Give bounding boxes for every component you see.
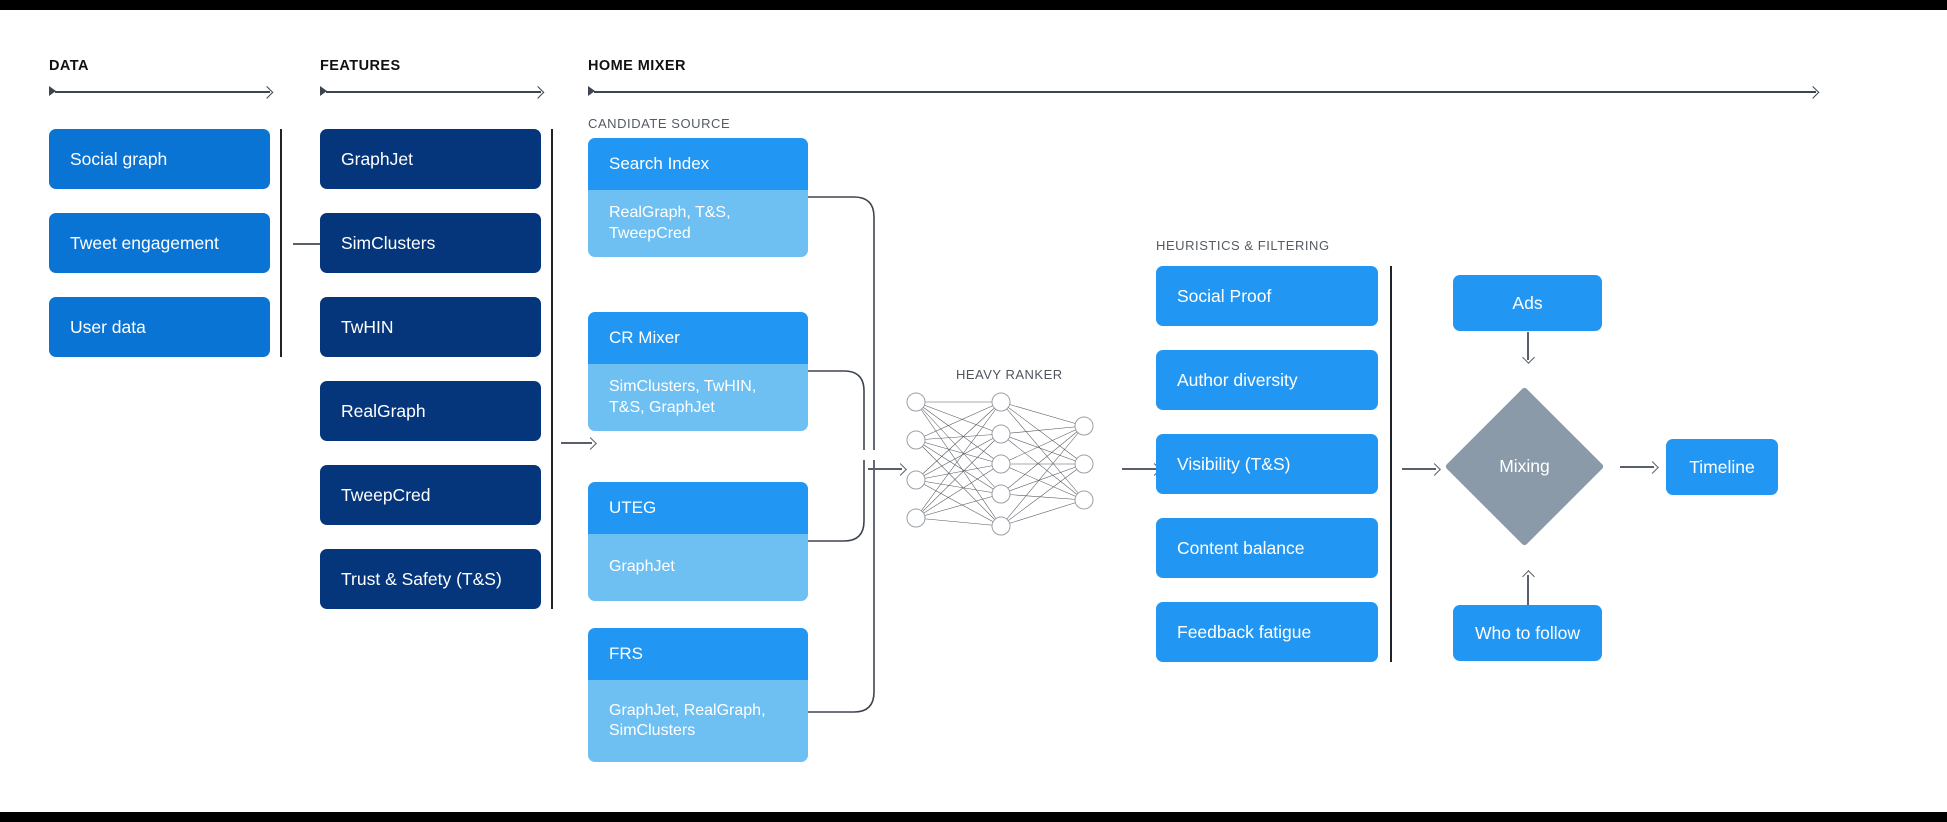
axis-home-mixer [588,86,1823,98]
candidate-source-connectors [808,196,875,713]
candidate-source-card-search-index[interactable]: Search Index RealGraph, T&S, TweepCred [588,138,808,257]
feature-card-tweepcred[interactable]: TweepCred [320,465,541,525]
heuristic-card-feedback-fatigue[interactable]: Feedback fatigue [1156,602,1378,662]
feature-card-label: SimClusters [341,232,436,253]
data-card-label: Social graph [70,148,168,169]
heuristic-card-label: Author diversity [1177,369,1298,390]
diagram-canvas: DATA FEATURES HOME MIXER CANDIDATE SOURC… [0,10,1947,812]
output-card-label: Ads [1512,292,1543,313]
arrow-heuristics-to-mixing [1402,463,1442,476]
arrow-mixing-to-timeline [1620,461,1660,474]
heuristic-card-label: Social Proof [1177,285,1272,306]
feature-card-label: TwHIN [341,316,394,337]
candidate-source-name: UTEG [588,482,808,534]
data-card-label: Tweet engagement [70,232,219,253]
feature-card-label: RealGraph [341,400,426,421]
divider-features-home-mixer [551,129,553,609]
data-card-user-data[interactable]: User data [49,297,270,357]
arrow-heavy-ranker-to-heuristics [1122,463,1162,476]
subsection-candidate-source: CANDIDATE SOURCE [588,116,731,131]
output-card-ads[interactable]: Ads [1453,275,1602,331]
data-card-label: User data [70,316,146,337]
candidate-source-name: CR Mixer [588,312,808,364]
feature-card-label: TweepCred [341,484,431,505]
candidate-source-name: FRS [588,628,808,680]
feature-card-trust-and-safety[interactable]: Trust & Safety (T&S) [320,549,541,609]
heuristic-card-label: Content balance [1177,537,1305,558]
arrow-who-to-follow-to-mixing [1522,570,1535,605]
axis-data [49,86,277,98]
feature-card-label: Trust & Safety (T&S) [341,568,502,589]
candidate-source-features: GraphJet [588,534,808,601]
candidate-source-features: SimClusters, TwHIN, T&S, GraphJet [588,364,808,431]
subsection-heavy-ranker: HEAVY RANKER [956,367,1063,382]
output-card-label: Timeline [1689,456,1755,477]
heuristic-card-visibility[interactable]: Visibility (T&S) [1156,434,1378,494]
divider-data-features [280,129,282,357]
feature-card-realgraph[interactable]: RealGraph [320,381,541,441]
arrow-features-to-candidate-source [561,437,597,450]
arrow-candidate-source-to-heavy-ranker [868,463,908,476]
output-card-who-to-follow[interactable]: Who to follow [1453,605,1602,661]
feature-card-simclusters[interactable]: SimClusters [320,213,541,273]
candidate-source-card-frs[interactable]: FRS GraphJet, RealGraph, SimClusters [588,628,808,762]
candidate-source-card-uteg[interactable]: UTEG GraphJet [588,482,808,601]
output-card-label: Who to follow [1474,622,1581,643]
heavy-ranker-network [906,392,1094,536]
feature-card-graphjet[interactable]: GraphJet [320,129,541,189]
candidate-source-card-cr-mixer[interactable]: CR Mixer SimClusters, TwHIN, T&S, GraphJ… [588,312,808,431]
output-card-timeline[interactable]: Timeline [1666,439,1778,495]
feature-card-label: GraphJet [341,148,413,169]
candidate-source-name: Search Index [588,138,808,190]
section-header-features: FEATURES [320,58,401,74]
heuristic-card-label: Visibility (T&S) [1177,453,1291,474]
heuristic-card-content-balance[interactable]: Content balance [1156,518,1378,578]
mixing-label: Mixing [1499,456,1550,476]
divider-heuristics-outputs [1390,266,1392,662]
arrow-ads-to-mixing [1522,332,1535,365]
data-card-tweet-engagement[interactable]: Tweet engagement [49,213,270,273]
heuristic-card-author-diversity[interactable]: Author diversity [1156,350,1378,410]
arrow-data-to-features [293,238,329,251]
subsection-heuristics: HEURISTICS & FILTERING [1156,238,1330,253]
axis-features [320,86,548,98]
feature-card-twhin[interactable]: TwHIN [320,297,541,357]
data-card-social-graph[interactable]: Social graph [49,129,270,189]
candidate-source-features: RealGraph, T&S, TweepCred [588,190,808,257]
section-header-home-mixer: HOME MIXER [588,58,686,74]
candidate-source-features: GraphJet, RealGraph, SimClusters [588,680,808,762]
section-header-data: DATA [49,58,89,74]
heuristic-card-social-proof[interactable]: Social Proof [1156,266,1378,326]
heuristic-card-label: Feedback fatigue [1177,621,1312,642]
